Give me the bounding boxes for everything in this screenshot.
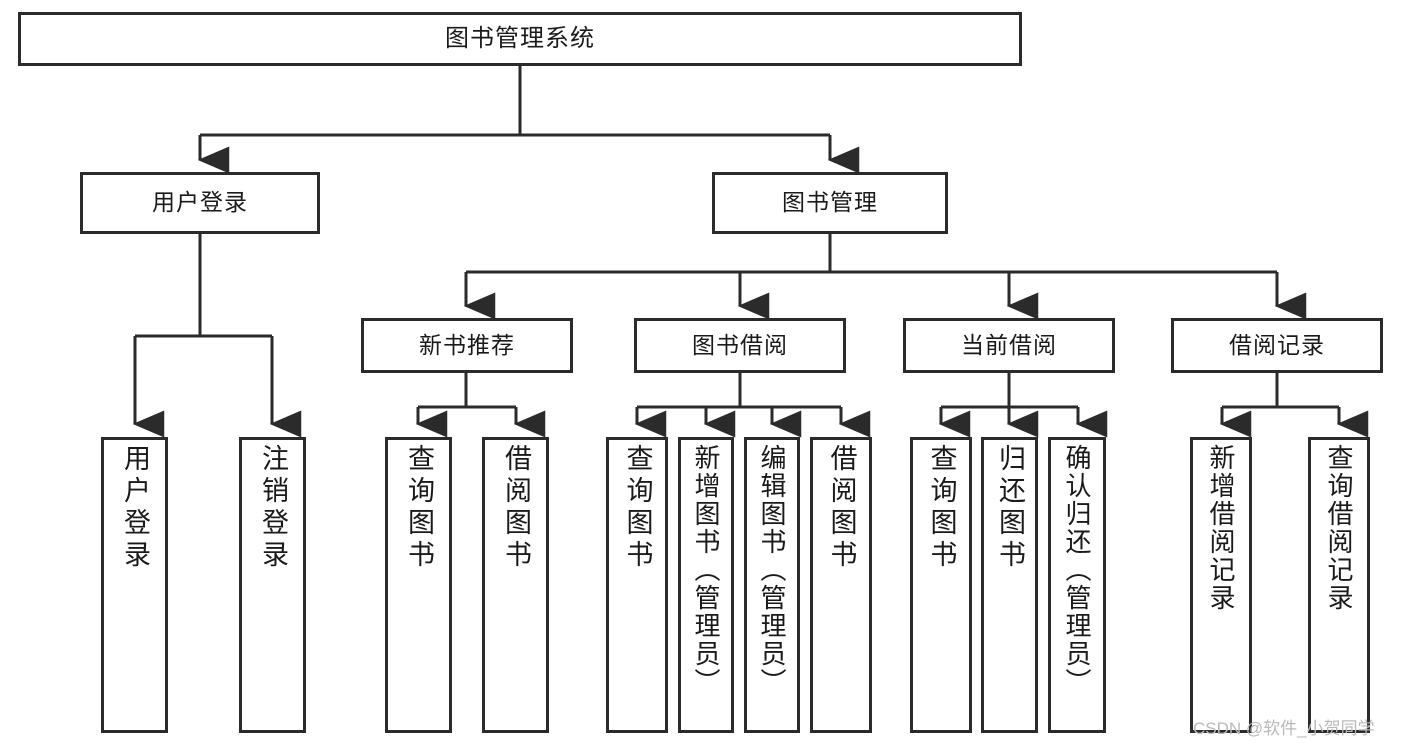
node-label: 借阅记录: [1229, 331, 1325, 358]
node-label: 注销登录: [258, 444, 288, 572]
node-label: 编辑图书（管理员）: [757, 444, 787, 696]
node-label: 用户登录: [152, 189, 248, 216]
node-label: 图书借阅: [692, 331, 788, 358]
node-label: 查询图书: [926, 444, 957, 572]
node-label: 确认归还（管理员）: [1062, 444, 1092, 696]
node-user-login[interactable]: 用户登录: [80, 172, 320, 234]
leaf-edit-book-admin[interactable]: 编辑图书（管理员）: [744, 437, 800, 733]
leaf-query-borrow-record[interactable]: 查询借阅记录: [1308, 437, 1370, 733]
node-label: 当前借阅: [961, 331, 1057, 358]
node-label: 新书推荐: [419, 331, 515, 358]
node-label: 新增借阅记录: [1206, 444, 1236, 612]
leaf-return-book[interactable]: 归还图书: [981, 437, 1038, 733]
node-label: 查询图书: [404, 444, 434, 572]
node-label: 用户登录: [120, 444, 150, 572]
leaf-confirm-return-admin[interactable]: 确认归还（管理员）: [1048, 437, 1106, 733]
leaf-query-book-recommend[interactable]: 查询图书: [385, 437, 452, 733]
leaf-query-book-current[interactable]: 查询图书: [910, 437, 972, 733]
leaf-add-book-admin[interactable]: 新增图书（管理员）: [678, 437, 734, 733]
node-label: 查询借阅记录: [1324, 444, 1354, 612]
node-book-borrow[interactable]: 图书借阅: [634, 318, 846, 373]
node-label: 借阅图书: [501, 444, 531, 572]
watermark-text: CSDN @软件_小贺同学: [1193, 719, 1375, 738]
node-book-management[interactable]: 图书管理: [712, 172, 948, 234]
node-label: 图书管理系统: [445, 24, 595, 52]
node-label: 归还图书: [995, 444, 1025, 572]
leaf-borrow-book[interactable]: 借阅图书: [810, 437, 872, 733]
node-label: 借阅图书: [826, 444, 857, 572]
node-current-borrow[interactable]: 当前借阅: [903, 318, 1115, 373]
leaf-logout[interactable]: 注销登录: [239, 437, 306, 733]
node-borrow-record[interactable]: 借阅记录: [1171, 318, 1383, 373]
leaf-add-borrow-record[interactable]: 新增借阅记录: [1190, 437, 1252, 733]
node-label: 新增图书（管理员）: [691, 444, 721, 696]
leaf-user-login[interactable]: 用户登录: [101, 437, 168, 733]
node-label: 图书管理: [782, 189, 878, 216]
node-root-book-management-system[interactable]: 图书管理系统: [18, 12, 1022, 66]
leaf-borrow-book-recommend[interactable]: 借阅图书: [482, 437, 549, 733]
node-new-book-recommend[interactable]: 新书推荐: [361, 318, 573, 373]
node-label: 查询图书: [622, 444, 653, 572]
leaf-query-book-borrow[interactable]: 查询图书: [606, 437, 668, 733]
